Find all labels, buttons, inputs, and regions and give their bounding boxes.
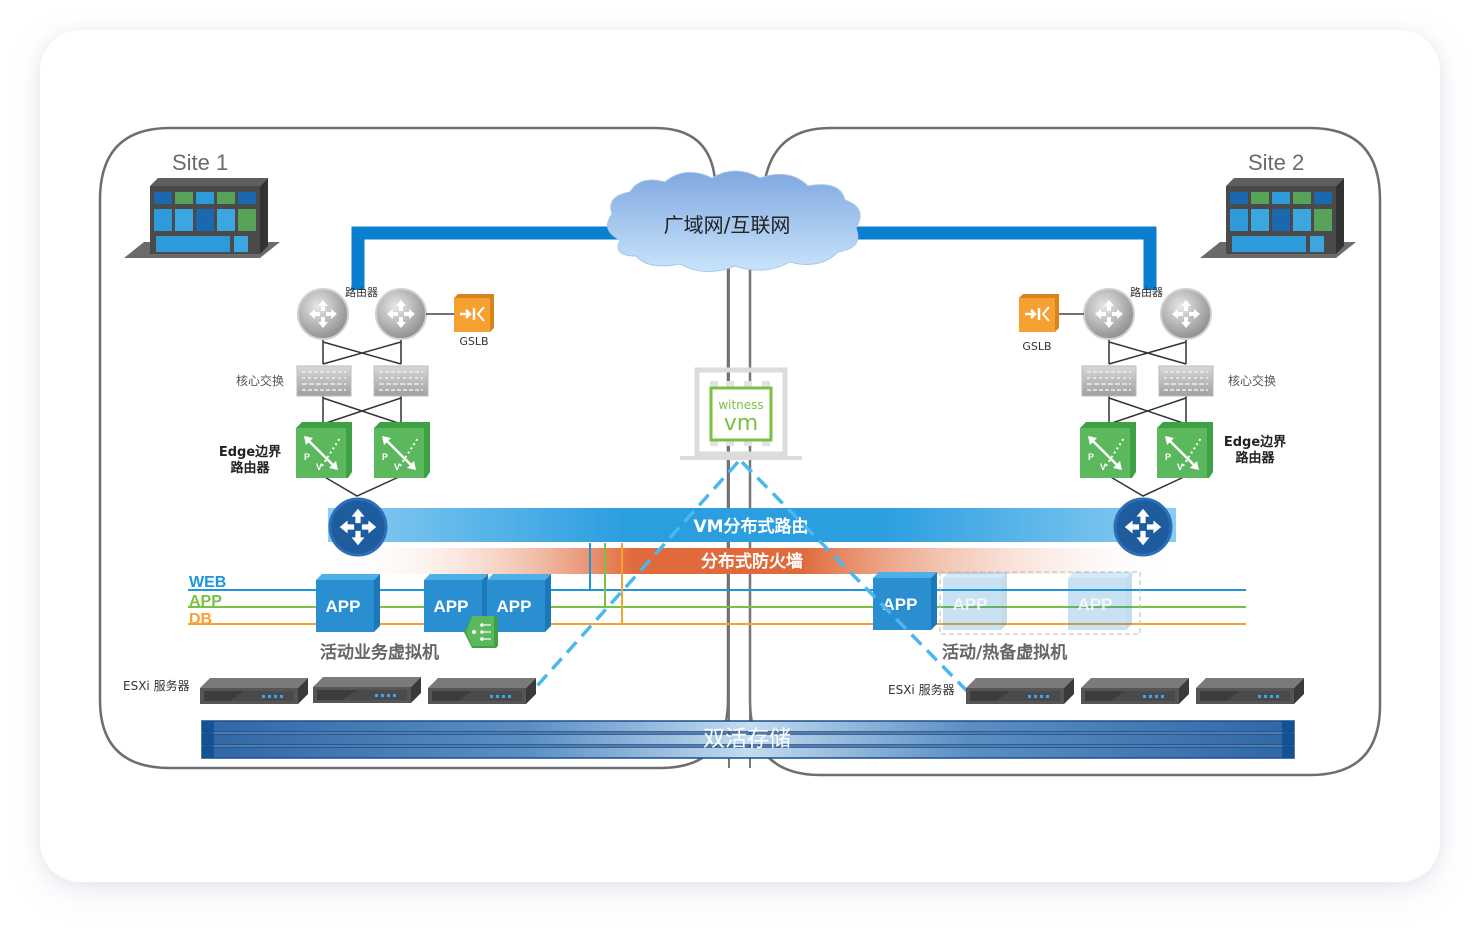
site1-edge-label-2: 路由器 [230,460,270,476]
site1-core-switch-b-icon [373,365,429,397]
site1-edge-router-b-icon [372,420,432,480]
site2-standby-vm-3-label: APP [1078,595,1113,614]
site2-distributed-router-icon [1115,499,1171,555]
witness-label-1: witness [718,398,763,412]
site1-label: Site 1 [172,150,228,175]
site2-vm-group-label: 活动/热备虚拟机 [942,642,1067,663]
witness-vm-icon [680,367,802,460]
site2-router-label: 路由器 [1130,285,1163,299]
site2-edge-label-2: 路由器 [1235,450,1275,466]
site2-esxi-label: ESXi 服务器 [888,682,955,697]
site1-edge-router-a-icon [294,420,354,480]
site1-boundary [98,126,730,770]
site1-esxi-server-2-icon [313,677,421,703]
site2-label: Site 2 [1248,150,1304,175]
site1-gslb-label: GSLB [459,335,488,348]
wan-cloud-icon [607,170,861,272]
site1-datacenter-building-icon [124,178,280,258]
witness-label-2: vm [724,411,758,436]
site1-app-vm-1-label: APP [326,597,361,616]
site1-router-label: 路由器 [345,285,378,299]
site1-core-switch-label: 核心交换 [236,373,284,388]
site2-edge-label-1: Edge边界 [1224,434,1286,450]
distributed-routing-band [328,508,1176,542]
site1-edge-label-1: Edge边界 [219,444,281,460]
site2-router-a-icon [1084,289,1134,339]
tier-web-label: WEB [189,574,226,591]
load-balancer-icon [464,616,498,648]
site1-esxi-server-3-icon [428,678,536,704]
site2-core-switch-b-icon [1158,365,1214,397]
active-active-storage [201,720,1295,759]
tier-db-label: DB [189,611,212,628]
site2-esxi-server-1-icon [966,678,1074,704]
site2-core-switch-a-icon [1081,365,1137,397]
wan-label: 广域网/互联网 [664,213,791,237]
site2-standby-vm-2-label: APP [953,595,988,614]
site1-router-a-icon [298,289,348,339]
site2-core-switch-label: 核心交换 [1228,373,1276,388]
standby-vm-group [939,571,1141,635]
site2-esxi-server-3-icon [1196,678,1304,704]
site2-gslb-label: GSLB [1022,340,1051,353]
site2-router-b-icon [1161,289,1211,339]
tier-app-label: APP [189,593,222,610]
site1-gslb-icon [452,292,496,334]
site1-esxi-server-1-icon [200,678,308,704]
distributed-routing-label: VM分布式路由 [693,516,808,537]
site2-esxi-server-2-icon [1081,678,1189,704]
site2-edge-router-b-icon [1155,420,1215,480]
site2-boundary [748,126,1382,777]
site1-vm-group-label: 活动业务虚拟机 [320,642,439,663]
site1-distributed-router-icon [330,499,386,555]
storage-label: 双活存储 [703,727,791,752]
site2-wan-link [840,226,1157,290]
site1-router-switch-links [322,340,402,497]
witness-heartbeat-links [526,460,970,698]
site1-app-vm-3-label: APP [497,597,532,616]
site2-app-vm-1-label: APP [883,595,918,614]
site2-gslb-icon [1017,292,1061,334]
site2-datacenter-building-icon [1200,178,1356,258]
site2-edge-router-a-icon [1078,420,1138,480]
site1-wan-link [351,226,640,290]
site1-router-b-icon [376,289,426,339]
distributed-firewall-band [340,548,1180,574]
site1-esxi-label: ESXi 服务器 [123,678,190,693]
site1-app-vm-2-label: APP [434,597,469,616]
distributed-firewall-label: 分布式防火墙 [701,551,803,572]
site1-core-switch-a-icon [296,365,352,397]
site2-router-switch-links [1108,340,1187,497]
